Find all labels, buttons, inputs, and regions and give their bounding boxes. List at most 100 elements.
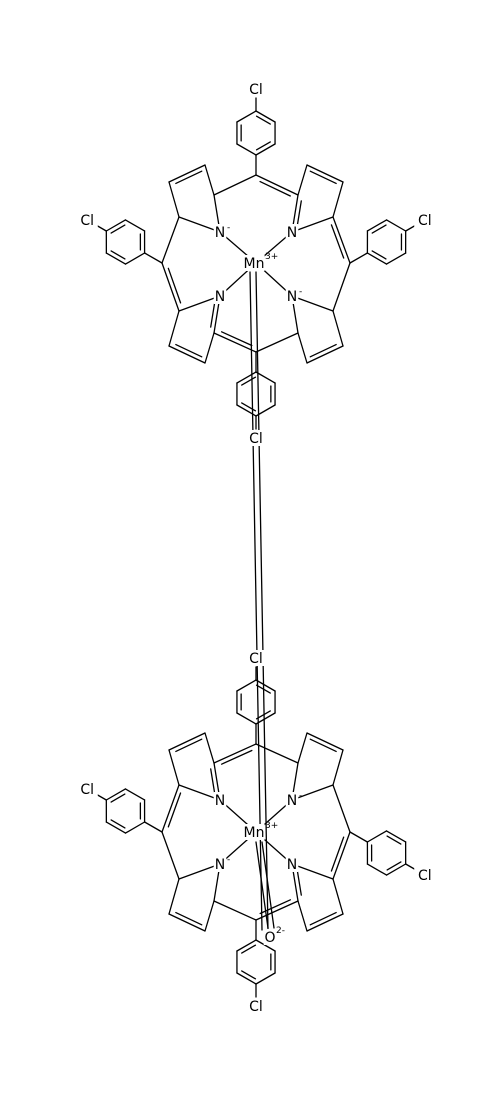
lower-left-chlorophenyl-ring-bond xyxy=(105,788,127,801)
oxygen-atom-symbol: O xyxy=(264,930,275,946)
upper-porphyrin-meso-bond xyxy=(332,216,351,264)
lower-top-chlorophenyl-ring-bond xyxy=(236,679,257,692)
chlorine-atom-8: Cl xyxy=(245,998,267,1015)
lower-nitrogen-atom-4: N xyxy=(285,856,299,873)
chlorine-atom-7: Cl xyxy=(414,867,436,884)
upper-porphyrin-pyrrole-bond xyxy=(175,343,203,358)
upper-porphyrin-meso-bond xyxy=(161,262,180,312)
lower-porphyrin-meso-bond xyxy=(213,743,257,764)
chlorine-atom-5: Cl xyxy=(245,650,267,667)
upper-right-chlorophenyl-ring-bond xyxy=(366,252,388,265)
upper-nitrogen-atom-4: N- xyxy=(285,287,302,305)
upper-top-chlorophenyl-ring-bond xyxy=(255,110,276,123)
lower-bottom-chlorophenyl-ring-bond xyxy=(255,939,276,952)
upper-porphyrin-pyrrole-bond xyxy=(168,345,206,364)
chlorine-atom-6: Cl xyxy=(76,781,98,798)
lower-porphyrin-pyrrole-bond xyxy=(210,768,216,797)
lower-left-chlorophenyl-ring-bond xyxy=(110,793,126,803)
lower-nitrogen-atom-1-symbol: N xyxy=(215,793,225,809)
lower-left-chlorophenyl-ring-bond xyxy=(124,788,146,801)
upper-left-chlorophenyl-ring-bond xyxy=(105,219,127,232)
lower-porphyrin-pyrrole-bond xyxy=(175,738,203,753)
lower-top-chlorophenyl-ring-bond xyxy=(255,712,276,725)
upper-porphyrin-meso-bond xyxy=(332,262,351,312)
lower-porphyrin-meso-bond xyxy=(213,900,257,921)
lower-bottom-chlorophenyl-ring-bond xyxy=(236,972,257,985)
lower-left-chlorophenyl-link-bond xyxy=(143,821,163,833)
lower-porphyrin-meso-bond xyxy=(255,900,299,921)
chlorine-atom-5-symbol: Cl xyxy=(249,651,263,667)
upper-top-chlorophenyl-ring-bond xyxy=(236,143,257,156)
lower-right-chlorophenyl-link-bond xyxy=(349,831,369,843)
lower-right-chlorophenyl-ring-bond xyxy=(366,830,388,843)
upper-left-chlorophenyl-ring-bond xyxy=(110,224,126,234)
upper-top-chlorophenyl-ring-bond xyxy=(255,115,271,125)
upper-right-chlorophenyl-ring-bond xyxy=(385,252,407,265)
upper-bottom-chlorophenyl-ring-bond xyxy=(236,371,257,384)
lower-porphyrin-pyrrole-bond xyxy=(168,913,206,932)
lower-top-chlorophenyl-ring-bond xyxy=(255,710,271,720)
upper-porphyrin-pyrrole-bond xyxy=(296,200,302,229)
upper-porphyrin-pyrrole-bond xyxy=(291,216,334,233)
upper-porphyrin-meso-bond xyxy=(213,332,257,353)
chlorine-atom-4-mask xyxy=(245,430,267,446)
upper-porphyrin-meso-bond xyxy=(330,224,345,259)
upper-porphyrin-pyrrole-bond xyxy=(297,164,308,196)
lower-porphyrin-pyrrole-bond xyxy=(204,732,215,764)
upper-right-chlorophenyl-ring-bond xyxy=(371,250,387,260)
upper-bottom-chlorophenyl-ring-bond xyxy=(241,376,257,386)
lower-bottom-chlorophenyl-ring-bond xyxy=(241,970,257,980)
lower-bottom-chlorophenyl-ring-bond xyxy=(241,944,257,954)
lower-nitrogen-atom-1-mask xyxy=(213,792,227,808)
upper-nitrogen-atom-2: N xyxy=(285,224,299,241)
lower-nitrogen-atom-2-symbol: N xyxy=(287,793,297,809)
upper-nitrogen-atom-4-charge: - xyxy=(299,287,302,297)
upper-nitrogen-atom-2-symbol: N xyxy=(287,225,297,241)
lower-nitrogen-atom-1: N xyxy=(213,792,227,809)
lower-porphyrin-pyrrole-bond xyxy=(332,878,344,915)
upper-nitrogen-atom-4-mask xyxy=(285,288,299,304)
lower-porphyrin-meso-bond xyxy=(255,743,299,764)
upper-right-chlorophenyl-ring-bond xyxy=(366,219,388,232)
upper-porphyrin-pyrrole-bond xyxy=(291,295,334,312)
upper-left-chlorophenyl-ring-bond xyxy=(110,250,126,260)
lower-left-chlorophenyl-ring-bond xyxy=(105,821,127,834)
chlorine-atom-4: Cl xyxy=(245,430,267,447)
oxygen-atom-mask xyxy=(263,929,277,945)
lower-right-chlorophenyl-ring-bond xyxy=(385,830,407,843)
lower-porphyrin-pyrrole-bond xyxy=(204,900,215,932)
lower-porphyrin-meso-bond xyxy=(161,831,180,880)
upper-porphyrin-meso-bond xyxy=(167,267,182,304)
upper-nitrogen-atom-2-mask xyxy=(285,224,299,240)
upper-porphyrin-meso-bond xyxy=(255,174,299,196)
lower-nitrogen-atom-3-symbol: N xyxy=(215,857,225,873)
upper-nitrogen-atom-3-symbol: N xyxy=(215,289,225,305)
lower-porphyrin-meso-bond xyxy=(332,831,351,880)
lower-porphyrin-meso-bond xyxy=(330,836,345,872)
chlorine-atom-8-symbol: Cl xyxy=(249,999,263,1015)
mn-o-bridge-bond xyxy=(255,271,269,931)
lower-right-chlorophenyl-ring-bond xyxy=(385,863,407,876)
upper-right-chlorophenyl-link-bond xyxy=(349,252,369,264)
upper-porphyrin-pyrrole-bond xyxy=(204,164,215,196)
lower-porphyrin-pyrrole-bond xyxy=(291,784,334,801)
lower-nitrogen-atom-4-symbol: N xyxy=(287,857,297,873)
lower-porphyrin-pyrrole-bond xyxy=(178,784,221,801)
chlorine-atom-8-mask xyxy=(245,998,267,1014)
lower-manganese-atom-mask xyxy=(243,824,265,840)
lower-porphyrin-pyrrole-bond xyxy=(296,867,302,896)
upper-top-chlorophenyl-ring-bond xyxy=(255,143,276,156)
chlorine-atom-1-symbol: Cl xyxy=(249,82,263,98)
lower-right-chlorophenyl-ring-bond xyxy=(386,835,402,845)
lower-nitrogen-atom-2-mask xyxy=(285,792,299,808)
upper-bottom-chlorophenyl-ring-bond xyxy=(255,371,276,384)
lower-bottom-chlorophenyl-ring-bond xyxy=(255,972,276,985)
lower-manganese-atom-symbol: Mn xyxy=(244,825,265,841)
upper-manganese-atom-mask xyxy=(243,255,265,271)
lower-porphyrin-pyrrole-bond xyxy=(306,732,344,751)
upper-porphyrin-pyrrole-bond xyxy=(309,170,337,185)
lower-porphyrin-pyrrole-bond xyxy=(332,749,344,786)
